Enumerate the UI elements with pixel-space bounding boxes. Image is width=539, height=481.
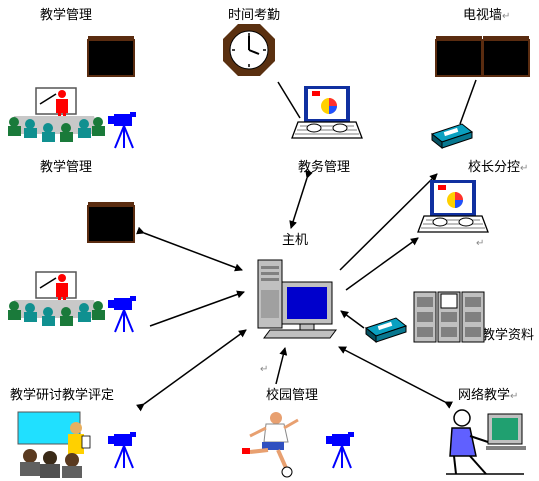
label-tv-wall-text: 电视墙 — [463, 8, 503, 23]
connector-campus-host — [275, 347, 288, 385]
label-principal-ctrl-text: 校长分控 — [468, 160, 521, 175]
classroom-icon — [7, 271, 106, 327]
return-mark: ↵ — [520, 163, 529, 174]
video-camera-icon — [107, 295, 137, 333]
label-host: 主机 — [282, 233, 309, 248]
connector-network-host — [338, 346, 454, 409]
return-mark: ↵ — [476, 238, 485, 249]
video-camera-icon — [325, 431, 355, 469]
computer-icon — [257, 259, 337, 339]
laptop-icon — [291, 85, 363, 139]
label-teaching-materials: 教学资料 — [482, 328, 535, 343]
connector-host-principal-tape — [339, 173, 438, 271]
label-network-teaching: 网络教学↵ — [458, 388, 518, 404]
classroom-icon — [7, 87, 106, 143]
network-user-icon — [446, 409, 526, 475]
soccer-player-icon — [242, 412, 299, 478]
connector-mid-classroom-tv-host — [136, 226, 243, 272]
label-campus-mgmt: 校园管理 — [266, 388, 319, 403]
video-camera-icon — [107, 111, 137, 149]
tv-icon — [87, 35, 135, 77]
label-tv-wall: 电视墙↵ — [463, 8, 510, 24]
cabinet-icon — [413, 291, 485, 343]
connectors — [135, 79, 477, 412]
video-camera-icon — [107, 431, 137, 469]
tv-icon — [482, 35, 530, 77]
connector-host-principal-laptop — [345, 237, 419, 291]
connector-mid-classroom-host — [149, 290, 245, 327]
label-principal-ctrl: 校长分控↵ — [468, 160, 528, 176]
label-teaching-mgmt-mid: 教学管理 — [40, 160, 93, 175]
research-scene-icon — [17, 411, 91, 478]
videotape-icon — [365, 317, 407, 343]
clock-icon — [223, 24, 275, 76]
laptop-icon — [417, 179, 489, 233]
connector-tvwall-tape — [459, 79, 477, 125]
return-mark: ↵ — [502, 11, 511, 22]
label-teaching-mgmt-top: 教学管理 — [40, 8, 93, 23]
return-mark: ↵ — [510, 391, 519, 402]
tv-icon — [435, 35, 483, 77]
connector-affairs-host — [289, 170, 313, 229]
label-network-teaching-text: 网络教学 — [458, 388, 511, 403]
label-research-eval: 教学研讨教学评定 — [10, 388, 115, 403]
videotape-icon — [431, 123, 473, 149]
connector-research-host — [135, 329, 247, 412]
connector-materials-host — [340, 310, 365, 329]
connector-clock-laptop — [277, 81, 301, 119]
label-attendance: 时间考勤 — [228, 8, 281, 23]
tv-icon — [87, 201, 135, 243]
return-mark: ↵ — [260, 364, 269, 375]
